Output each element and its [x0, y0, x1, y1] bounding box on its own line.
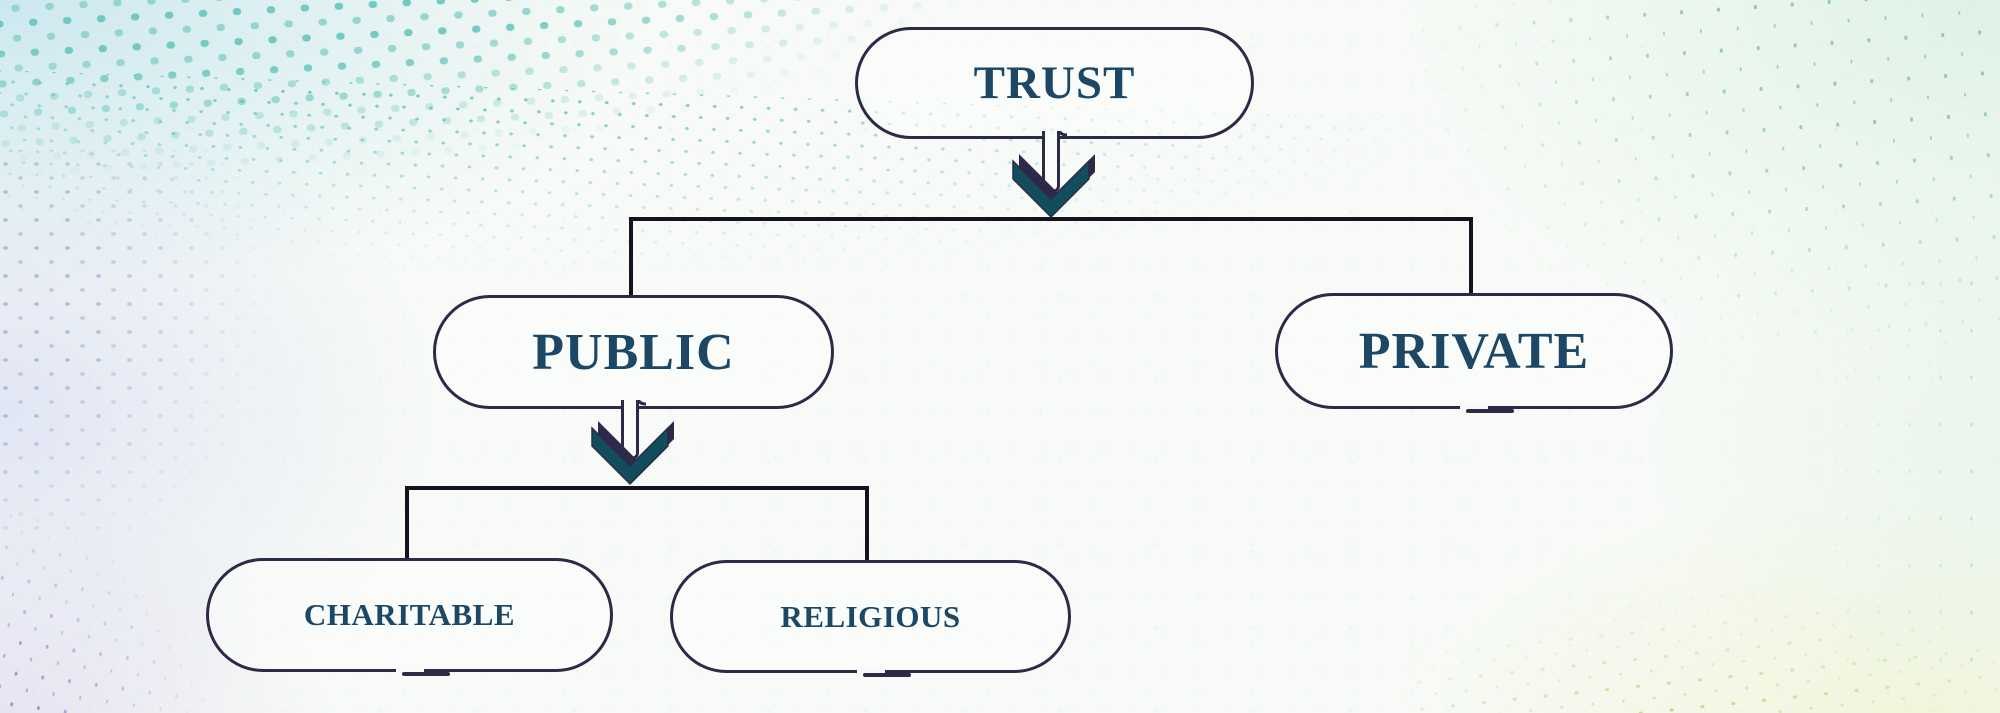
node-religious-label: RELIGIOUS [780, 598, 961, 634]
connector-public-children-hline [405, 486, 869, 490]
node-charitable-border-dash [401, 671, 450, 676]
node-religious-border-dash [862, 672, 911, 677]
connector-trust-private-vline [1469, 217, 1473, 296]
halftone-dots-top-right-green [1403, 0, 2000, 510]
node-private-label: PRIVATE [1358, 322, 1590, 380]
halftone-dots-top-left-large [0, 0, 973, 240]
connector-trust-public-vline [629, 217, 633, 298]
arrow-down-icon [1012, 131, 1095, 219]
node-private: PRIVATE [1275, 293, 1673, 413]
halftone-dots-left-blue [0, 150, 420, 540]
connector-public-charitable-vline [405, 486, 409, 561]
node-charitable: CHARITABLE [206, 558, 613, 676]
halftone-dots-bottom-right-yellow [1391, 498, 2000, 713]
node-religious-border-notch [856, 667, 885, 675]
node-public: PUBLIC [433, 295, 834, 409]
node-trust-label: TRUST [973, 57, 1136, 109]
node-public-label: PUBLIC [532, 323, 735, 381]
connector-public-religious-vline [865, 486, 869, 563]
node-religious: RELIGIOUS [670, 560, 1071, 677]
node-charitable-label: CHARITABLE [303, 597, 516, 632]
node-private-border-dash [1466, 408, 1514, 413]
node-charitable-border-notch [395, 666, 424, 674]
arrow-down-icon [591, 400, 674, 486]
node-trust: TRUST [855, 27, 1254, 139]
halftone-dots-right-green [1770, 260, 2000, 690]
